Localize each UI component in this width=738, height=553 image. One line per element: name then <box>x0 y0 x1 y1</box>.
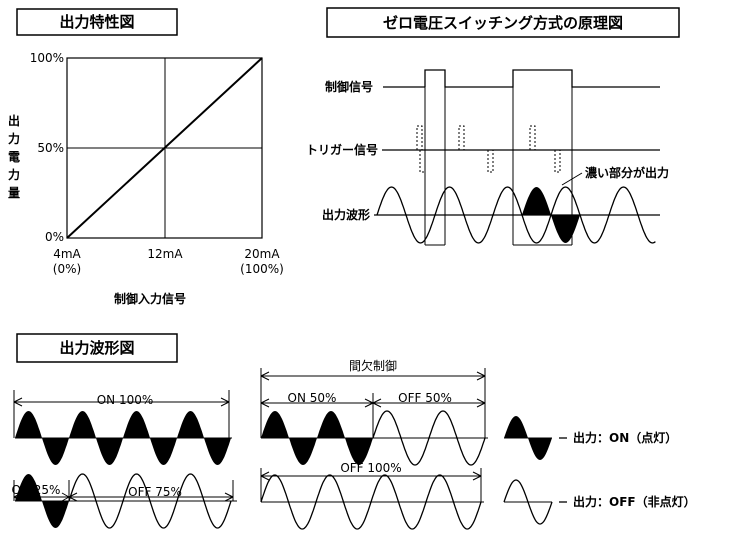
annotation-leader <box>561 172 583 186</box>
trigger-pulse-up <box>416 125 423 150</box>
control-signal-label: 制御信号 <box>325 79 373 94</box>
waveform-title: 出力波形図 <box>59 339 134 357</box>
off75-label: OFF 75% <box>128 485 182 499</box>
on25-label: ON 25% <box>12 483 61 497</box>
series-line <box>66 57 263 239</box>
off50-label: OFF 50% <box>398 391 452 405</box>
trigger-pulse-down <box>487 150 494 173</box>
dimension-arrowheads <box>260 471 482 481</box>
on25-waveform: ON 25% OFF 75% <box>12 473 237 529</box>
y-tick-label: 100% <box>30 51 64 65</box>
output-waveform-label: 出力波形 <box>322 207 370 222</box>
trigger-pulses <box>416 125 561 173</box>
x-tick-label: 4mA <box>53 247 81 261</box>
control-signal-pulses <box>424 69 660 88</box>
trigger-pulse-down <box>554 150 561 173</box>
on100-waveform: ON 100% <box>13 390 232 465</box>
legend-on-label: 出力：ON（点灯） <box>573 430 677 445</box>
principle-title-box <box>326 7 680 38</box>
x-tick-sublabel: (0%) <box>53 262 81 276</box>
off100-label: OFF 100% <box>340 461 401 475</box>
trigger-signal-label: トリガー信号 <box>306 142 378 157</box>
dimension-arrowheads <box>13 492 234 502</box>
x-tick-sublabel: (100%) <box>240 262 284 276</box>
on50-label: ON 50% <box>288 391 337 405</box>
legend-on: 出力：ON（点灯） <box>504 416 677 460</box>
trigger-pulse-down <box>419 150 426 173</box>
dimension-arrowheads <box>260 371 486 381</box>
dimension-arrowheads <box>260 398 486 408</box>
on100-label: ON 100% <box>97 393 154 407</box>
intermittent-waveform: 間欠制御 ON 50% OFF 50% <box>260 358 488 466</box>
principle-title: ゼロ電圧スイッチング方式の原理図 <box>383 14 623 32</box>
dimension-arrowheads <box>13 397 230 407</box>
trigger-pulse-up <box>458 125 465 150</box>
chart-title: 出力特性図 <box>59 13 134 31</box>
y-tick-label: 50% <box>37 141 64 155</box>
y-tick-label: 0% <box>45 230 64 244</box>
legend-off: 出力：OFF（非点灯） <box>503 479 696 525</box>
x-tick-label: 12mA <box>147 247 183 261</box>
output-sine-wave <box>376 186 656 244</box>
chart-title-box <box>16 8 178 36</box>
zero-voltage-switching-panel: ゼロ電圧スイッチング方式の原理図 制御信号 トリガー信号 出力波形 濃い部分が出… <box>306 7 680 246</box>
trigger-pulse-up <box>529 125 536 150</box>
output-characteristic-panel: 出力特性図 100% 50% 0% 出力電力量 4mA (0%) 12mA 20… <box>8 8 284 306</box>
intermittent-label: 間欠制御 <box>349 358 397 373</box>
off100-waveform: OFF 100% <box>260 461 484 530</box>
output-waveform-panel: 出力波形図 ON 100% 間欠制御 ON 50% OFF <box>12 333 696 530</box>
chart-plot-area <box>66 57 263 239</box>
y-axis-label: 出力電力量 <box>8 113 20 200</box>
x-axis-label: 制御入力信号 <box>114 291 186 306</box>
output-annotation: 濃い部分が出力 <box>585 165 669 180</box>
x-tick-label: 20mA <box>244 247 280 261</box>
legend-off-label: 出力：OFF（非点灯） <box>573 494 696 509</box>
waveform-title-box <box>16 333 178 363</box>
